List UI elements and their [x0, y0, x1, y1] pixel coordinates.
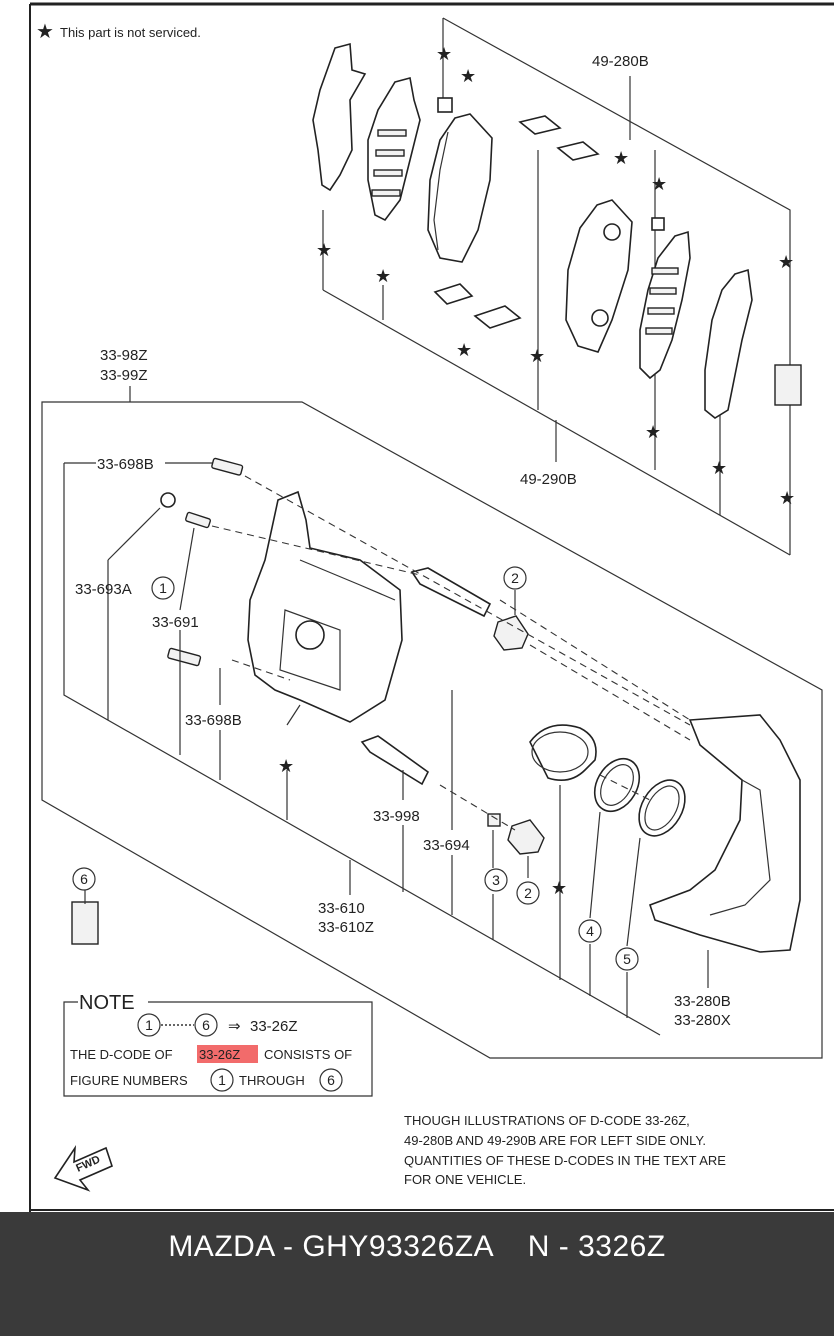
label-33-693a: 33-693A [75, 581, 132, 598]
star-markers-bottom: ★ ★ [278, 756, 567, 898]
svg-text:FIGURE NUMBERS: FIGURE NUMBERS [70, 1073, 188, 1088]
svg-text:★: ★ [460, 66, 476, 86]
circle-6: 6 [80, 871, 88, 887]
pad-kit-parts [312, 42, 802, 419]
label-33-610: 33-610 [318, 900, 365, 917]
star-markers-top: ★ ★ ★ ★ ★ ★ ★ ★ ★ ★ ★ ★ [316, 44, 795, 508]
svg-text:★: ★ [551, 878, 567, 898]
footer-bar: MAZDA - GHY93326ZA N - 3326Z [0, 1212, 834, 1336]
label-33-694: 33-694 [423, 837, 470, 854]
label-33-698b-bottom: 33-698B [185, 712, 242, 729]
svg-text:33-26Z: 33-26Z [250, 1018, 298, 1035]
svg-text:★: ★ [529, 346, 545, 366]
pad-kit-outline [322, 17, 791, 556]
svg-text:★: ★ [613, 148, 629, 168]
circle-2b: 2 [524, 885, 532, 901]
svg-text:QUANTITIES OF THESE D-CODES: QUANTITIES OF THESE D-CODES IN THE TEXT … [404, 1153, 726, 1168]
svg-text:★: ★ [651, 174, 667, 194]
note-box: NOTE 1 6 ⇒ 33-26Z THE D-CODE OF 33-26Z C… [63, 992, 373, 1097]
label-33-691: 33-691 [152, 614, 199, 631]
legend-star-icon: ★ [36, 21, 54, 43]
highlight-code [197, 1045, 258, 1063]
svg-text:★: ★ [436, 44, 452, 64]
svg-text:★: ★ [278, 756, 294, 776]
svg-text:THOUGH ILLUSTRATIONS OF D-C: THOUGH ILLUSTRATIONS OF D-CODE 33-26Z, [404, 1113, 690, 1128]
label-33-998: 33-998 [373, 808, 420, 825]
svg-text:⇒: ⇒ [228, 1018, 241, 1035]
legend-text: This part is not serviced. [60, 25, 201, 40]
svg-text:FOR ONE VEHICLE.: FOR ONE VEHICLE. [404, 1172, 526, 1187]
circle-4: 4 [586, 923, 594, 939]
caliper-kit-outline [41, 386, 823, 1059]
footer-part-number: MAZDA - GHY93326ZA N - 3326Z [168, 1230, 666, 1263]
leader-lines [84, 507, 709, 1018]
label-33-280x: 33-280X [674, 1012, 731, 1029]
svg-text:6: 6 [327, 1072, 335, 1088]
circled-numbers: 1 2 2 3 4 5 6 [72, 566, 639, 971]
svg-text:★: ★ [711, 458, 727, 478]
circle-5: 5 [623, 951, 631, 967]
circle-3: 3 [492, 872, 500, 888]
svg-text:49-280B AND 49-290B ARE FOR: 49-280B AND 49-290B ARE FOR LEFT SIDE ON… [404, 1133, 706, 1148]
label-33-99z: 33-99Z [100, 367, 148, 384]
label-33-98z: 33-98Z [100, 347, 148, 364]
svg-text:★: ★ [375, 266, 391, 286]
svg-text:★: ★ [779, 488, 795, 508]
label-33-698b-top: 33-698B [97, 456, 154, 473]
label-49-290b: 49-290B [520, 471, 577, 488]
svg-text:1: 1 [218, 1072, 226, 1088]
svg-text:★: ★ [778, 252, 794, 272]
circle-2a: 2 [511, 570, 519, 586]
svg-text:CONSISTS OF: CONSISTS OF [264, 1047, 352, 1062]
svg-text:6: 6 [202, 1017, 210, 1033]
svg-text:THROUGH: THROUGH [239, 1073, 305, 1088]
caliper-parts [71, 457, 801, 953]
svg-text:★: ★ [645, 422, 661, 442]
svg-text:★: ★ [456, 340, 472, 360]
fwd-arrow-icon: FWD [53, 1145, 113, 1192]
svg-text:THE D-CODE OF: THE D-CODE OF [70, 1047, 173, 1062]
note-title: NOTE [79, 992, 135, 1014]
label-33-610z: 33-610Z [318, 919, 374, 936]
notice-text: THOUGH ILLUSTRATIONS OF D-CODE 33-26Z, 4… [404, 1113, 726, 1187]
label-49-280b: 49-280B [592, 53, 649, 70]
label-33-280b: 33-280B [674, 993, 731, 1010]
svg-text:33-26Z: 33-26Z [199, 1047, 240, 1062]
circle-1: 1 [159, 580, 167, 596]
parts-diagram: ★ This part is not serviced. 49-280B [29, 2, 834, 1212]
svg-text:★: ★ [316, 240, 332, 260]
svg-text:1: 1 [145, 1017, 153, 1033]
